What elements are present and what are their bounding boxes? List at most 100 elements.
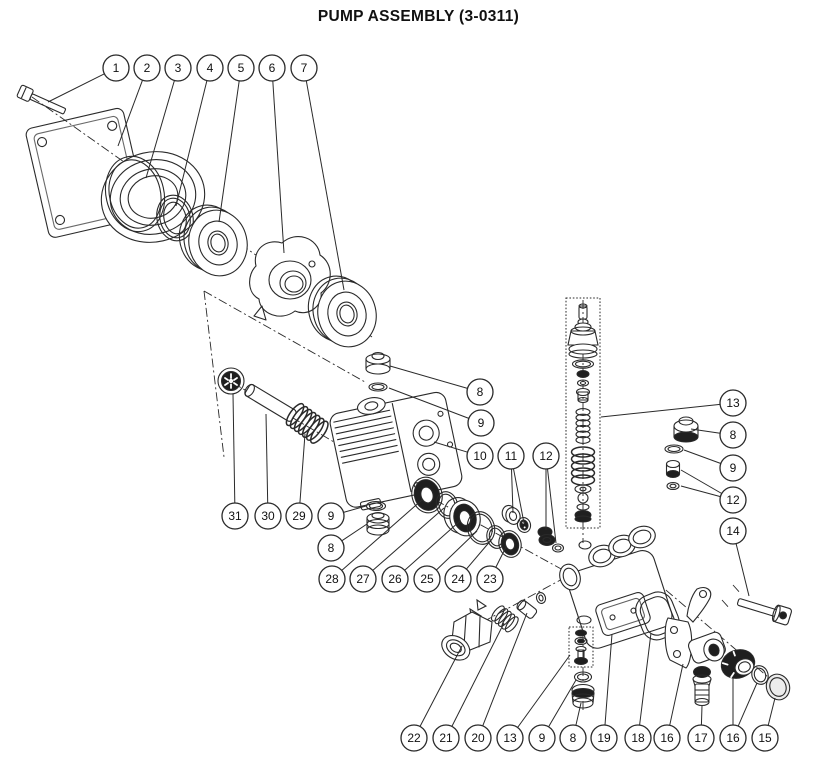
callout-29-19: 29: [285, 433, 313, 530]
callout-circle: [432, 724, 460, 752]
leader-line: [513, 468, 525, 524]
leader-line: [511, 468, 514, 514]
leader-line: [669, 663, 684, 726]
leader-line: [700, 705, 703, 726]
callout-number: 18: [631, 731, 645, 745]
part-socket-bolt: [736, 598, 793, 626]
callout-28-22: 28: [318, 498, 424, 593]
part-spring: [285, 402, 329, 444]
part-bearing-cover-flange: [25, 107, 206, 243]
part-oring-crankcase: [365, 500, 387, 512]
callout-circle: [317, 502, 345, 530]
part-plug-manifold: [571, 683, 595, 709]
callout-circle: [532, 442, 560, 470]
callout-number: 10: [473, 449, 487, 463]
callout-number: 4: [207, 61, 214, 75]
part-small-valve-box: [568, 626, 594, 668]
callout-9-8: 9: [388, 387, 495, 437]
callout-18-35: 18: [624, 632, 652, 752]
diagram-title: PUMP ASSEMBLY (3-0311): [317, 8, 520, 25]
callout-circle: [719, 486, 747, 514]
callout-number: 9: [730, 461, 737, 475]
leader-line: [604, 633, 613, 726]
callout-number: 8: [328, 541, 335, 555]
callout-circle: [285, 502, 313, 530]
leader-line: [117, 80, 143, 147]
callout-number: 30: [261, 509, 275, 523]
callout-20-30: 20: [464, 612, 528, 752]
leader-line: [482, 612, 528, 727]
callout-circle: [653, 724, 681, 752]
callout-4-3: 4: [175, 54, 224, 207]
part-unloader-valve-box: [565, 297, 601, 529]
callout-number: 27: [356, 572, 370, 586]
callout-circle: [496, 724, 524, 752]
callout-1: 1: [47, 54, 130, 103]
callout-circle: [751, 724, 779, 752]
callout-21-29: 21: [432, 622, 505, 752]
callout-circle: [317, 534, 345, 562]
callout-number: 24: [451, 572, 465, 586]
callout-19-34: 19: [590, 633, 618, 752]
callout-circle: [466, 442, 494, 470]
part-oring-large: [104, 155, 166, 233]
callout-number: 2: [144, 61, 151, 75]
callout-number: 14: [726, 524, 740, 538]
callout-number: 7: [301, 61, 308, 75]
part-inlet-spring: [490, 605, 519, 633]
callout-9-32: 9: [528, 679, 577, 752]
part-crankcase: [329, 391, 463, 511]
part-thermal-valve: [692, 666, 712, 707]
callout-13-12: 13: [600, 389, 747, 418]
part-oring-cap: [664, 444, 684, 454]
callout-9-20: 9: [317, 502, 367, 530]
callout-number: 19: [597, 731, 611, 745]
callout-number: 13: [503, 731, 517, 745]
part-lock-washer: [217, 367, 245, 395]
leader-line: [419, 645, 463, 727]
callout-circle: [719, 517, 747, 545]
callout-number: 9: [539, 731, 546, 745]
part-check-valve: [516, 592, 547, 619]
callout-25-25: 25: [413, 530, 478, 593]
callout-circle: [254, 502, 282, 530]
callout-14-16: 14: [719, 517, 750, 597]
callout-circle: [318, 565, 346, 593]
callout-circle: [413, 565, 441, 593]
callout-circle: [528, 724, 556, 752]
callout-circle: [467, 409, 495, 437]
callout-15-39: 15: [751, 697, 779, 752]
part-unloader-handle: [664, 587, 726, 669]
callout-circle: [381, 565, 409, 593]
callout-number: 16: [660, 731, 674, 745]
leader-line: [451, 622, 505, 727]
leader-line: [735, 543, 750, 597]
callout-number: 25: [420, 572, 434, 586]
callout-circle: [719, 724, 747, 752]
callout-number: 3: [175, 61, 182, 75]
leader-line: [683, 449, 721, 464]
callout-2-1: 2: [117, 54, 161, 147]
callout-circle: [624, 724, 652, 752]
callout-12-15: 12: [680, 469, 747, 514]
callout-circle: [102, 54, 130, 82]
callout-circle: [590, 724, 618, 752]
part-roller-front: [178, 204, 248, 277]
leader-line: [404, 520, 461, 571]
callout-8-13: 8: [690, 421, 747, 449]
callout-circle: [444, 565, 472, 593]
leader-line: [218, 80, 240, 223]
part-plunger-rod: [244, 383, 297, 422]
leader-line: [517, 654, 571, 728]
callout-circle: [164, 54, 192, 82]
callout-number: 26: [388, 572, 402, 586]
callout-number: 11: [505, 449, 518, 463]
leader-line: [47, 73, 105, 103]
callout-13-31: 13: [496, 654, 571, 752]
callout-8-21: 8: [317, 523, 368, 562]
leader-line: [575, 702, 582, 726]
callout-circle: [719, 389, 747, 417]
